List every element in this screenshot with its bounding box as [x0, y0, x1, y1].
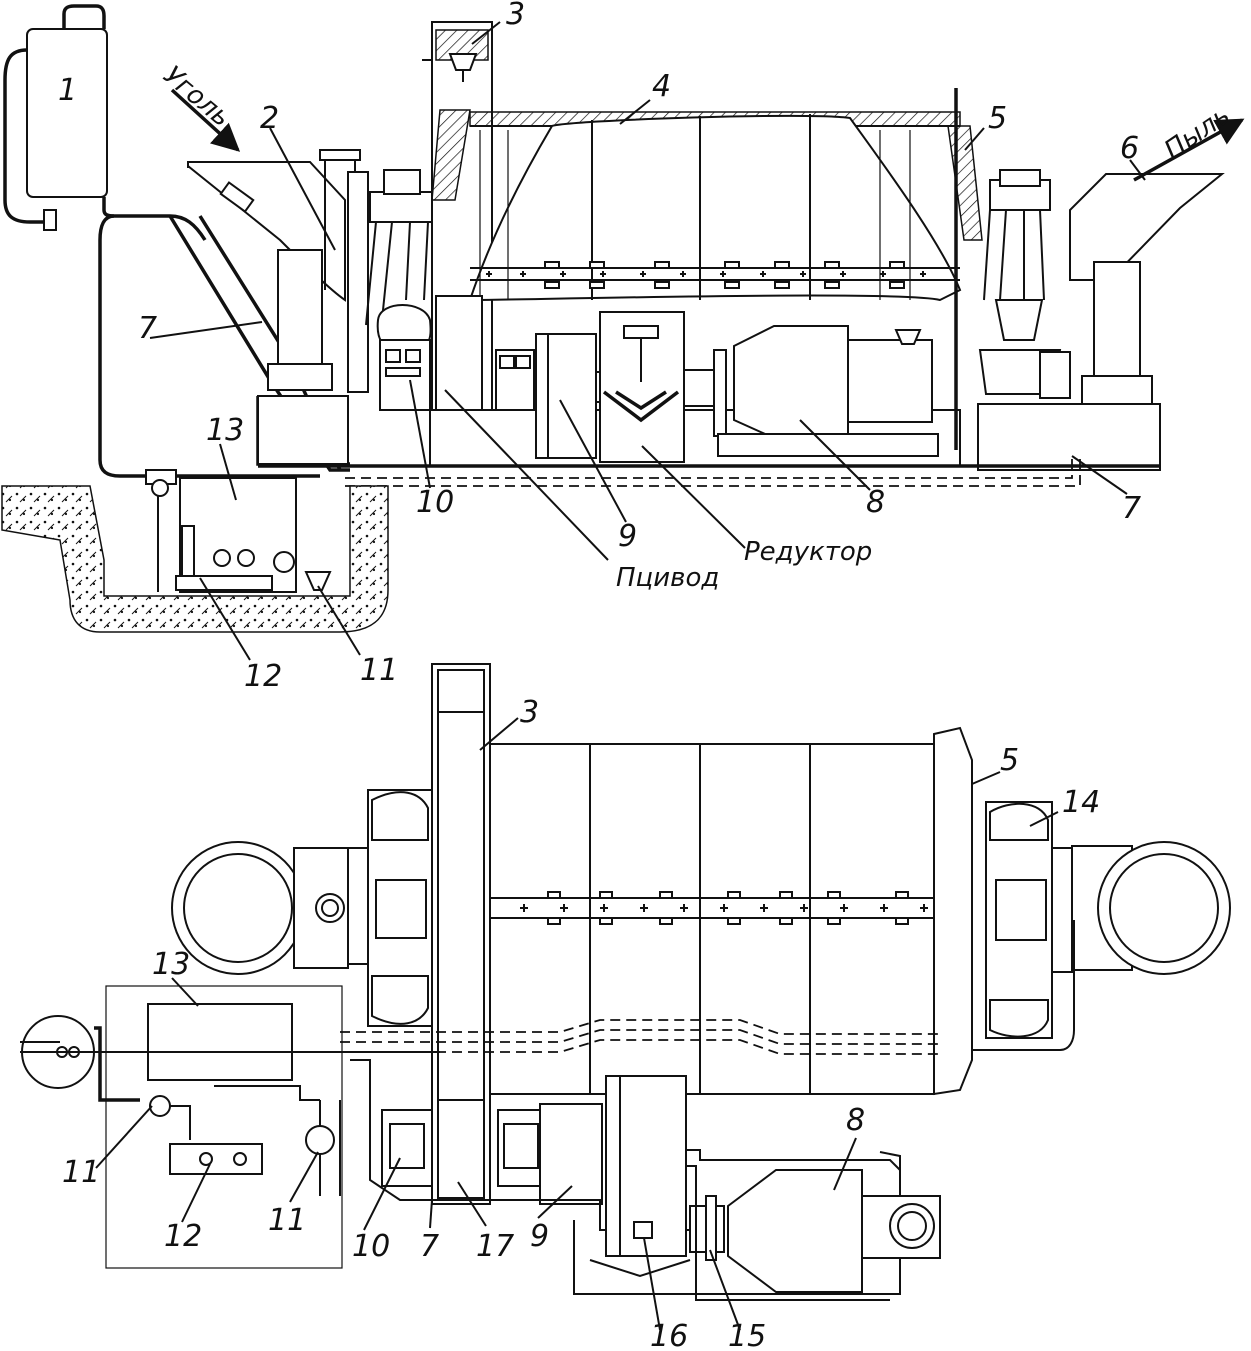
callout-9-top: 9 — [618, 519, 637, 554]
dust-outlet — [1069, 173, 1225, 405]
callout-2: 2 — [260, 101, 279, 136]
callout-11-right: 11 — [268, 1203, 306, 1238]
plan-view — [20, 663, 1231, 1331]
label-reducer: Редуктор — [744, 537, 872, 567]
oil-tank — [3, 4, 207, 241]
leader-lines-bottom — [95, 717, 1059, 1331]
callout-5-bottom: 5 — [1000, 743, 1019, 778]
callout-7-left: 7 — [138, 311, 157, 346]
callout-14: 14 — [1062, 785, 1100, 820]
callout-13-bottom: 13 — [152, 947, 190, 982]
callout-3-bottom: 3 — [520, 695, 539, 730]
label-coal: Уголь — [158, 60, 237, 133]
callout-3-top: 3 — [506, 0, 525, 32]
callout-12-top: 12 — [244, 659, 282, 694]
callout-4: 4 — [652, 69, 671, 104]
callout-10-top: 10 — [416, 485, 454, 520]
mill-drum — [468, 111, 962, 302]
label-drive: Пцивод — [616, 563, 719, 593]
callout-16: 16 — [650, 1319, 688, 1351]
pump-pit — [1, 469, 389, 633]
side-elevation — [1, 4, 1245, 661]
callout-1: 1 — [58, 73, 77, 108]
callout-7-bottom: 7 — [420, 1229, 439, 1264]
callout-7-right: 7 — [1122, 491, 1141, 526]
leader-lines-top — [149, 21, 1146, 661]
callout-6: 6 — [1120, 131, 1139, 166]
callout-5-top: 5 — [988, 101, 1007, 136]
coal-inlet — [187, 149, 361, 391]
label-dust: Пыль — [1159, 101, 1235, 166]
callout-13-top: 13 — [206, 413, 244, 448]
callout-12-bottom: 12 — [164, 1219, 202, 1254]
callout-10-bottom: 10 — [352, 1229, 390, 1264]
callout-15: 15 — [728, 1319, 766, 1351]
oil-station — [20, 985, 440, 1269]
callout-8-bottom: 8 — [846, 1103, 865, 1138]
callout-9-bottom: 9 — [530, 1219, 549, 1254]
callout-11-left: 11 — [62, 1155, 100, 1190]
callout-11-top: 11 — [360, 653, 398, 688]
callout-8-top: 8 — [866, 485, 885, 520]
oil-pipe-left-loop — [98, 214, 320, 478]
callout-17: 17 — [476, 1229, 514, 1264]
drive-train — [435, 295, 939, 463]
